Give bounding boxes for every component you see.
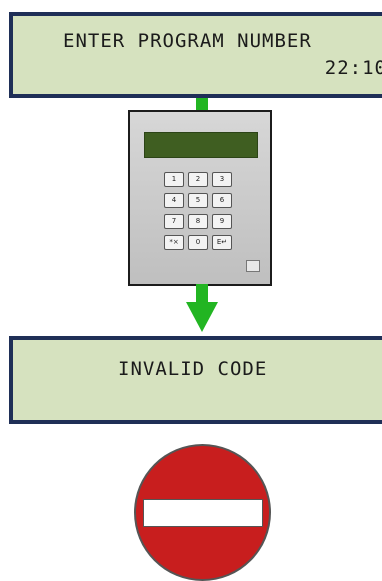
keypad-key[interactable]: 5 xyxy=(188,193,208,208)
top-lcd-display: ENTER PROGRAM NUMBER 22:10 xyxy=(9,12,382,98)
down-arrow-icon xyxy=(186,302,218,332)
keypad-key[interactable]: *× xyxy=(164,235,184,250)
keypad-key[interactable]: 7 xyxy=(164,214,184,229)
keypad-key[interactable]: 2 xyxy=(188,172,208,187)
keypad-key[interactable]: 8 xyxy=(188,214,208,229)
keypad-key[interactable]: 1 xyxy=(164,172,184,187)
keypad-logo-icon xyxy=(246,260,260,272)
keypad-key[interactable]: 6 xyxy=(212,193,232,208)
top-display-line-1: ENTER PROGRAM NUMBER xyxy=(63,30,312,52)
no-entry-bar xyxy=(143,499,263,527)
keypad-key[interactable]: 9 xyxy=(212,214,232,229)
keypad-screen xyxy=(144,132,258,158)
connector-line xyxy=(196,98,208,112)
keypad-key[interactable]: 4 xyxy=(164,193,184,208)
keypad-key[interactable]: 3 xyxy=(212,172,232,187)
bottom-display-line-1: INVALID CODE xyxy=(118,358,268,380)
down-arrow-stem xyxy=(196,284,208,304)
top-display-time: 22:10 xyxy=(324,57,382,79)
bottom-lcd-display: INVALID CODE xyxy=(9,336,382,424)
keypad-key[interactable]: 0 xyxy=(188,235,208,250)
keypad-key[interactable]: E↵ xyxy=(212,235,232,250)
